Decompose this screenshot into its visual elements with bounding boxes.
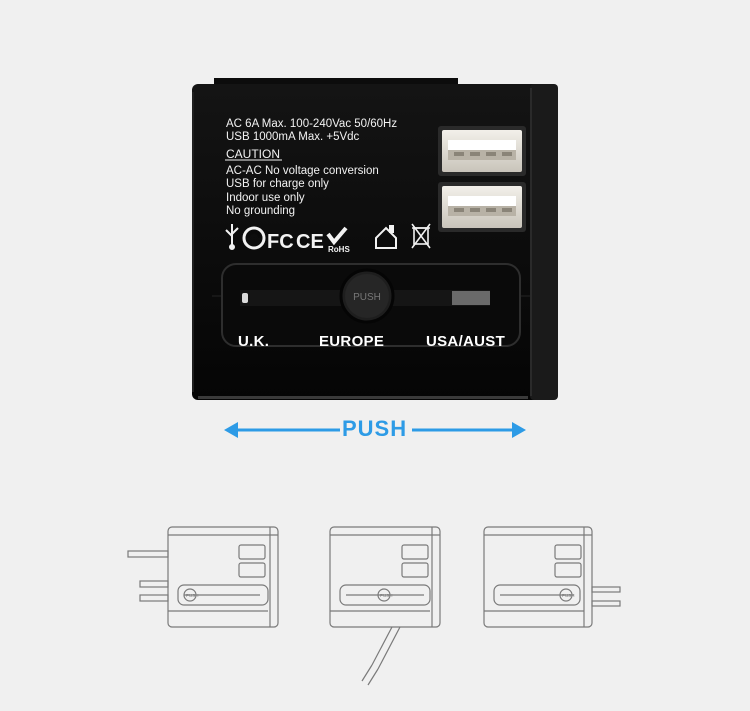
position-label-europe: EUROPE bbox=[319, 333, 385, 350]
plug-configuration-diagrams: PUSH PUSH PUSH bbox=[127, 526, 621, 686]
uk-plug-diagram bbox=[127, 526, 279, 628]
caution-line: AC-AC No voltage conversion bbox=[226, 165, 379, 177]
usa-plug-diagram bbox=[483, 526, 621, 628]
caution-title: CAUTION bbox=[226, 147, 280, 161]
weee-bin-icon bbox=[411, 223, 431, 249]
house-icon bbox=[375, 225, 397, 249]
svg-text:PUSH: PUSH bbox=[186, 593, 199, 598]
svg-text:PUSH: PUSH bbox=[353, 292, 381, 303]
adapter-body: FC CE RoHS PUSH bbox=[192, 78, 558, 400]
travel-adapter: FC CE RoHS PUSH AC 6A bbox=[192, 78, 558, 402]
svg-text:RoHS: RoHS bbox=[328, 245, 350, 254]
push-double-arrow bbox=[224, 422, 526, 438]
svg-text:PUSH: PUSH bbox=[562, 593, 575, 598]
europe-plug-diagram bbox=[329, 526, 441, 686]
spec-ac-line: AC 6A Max. 100-240Vac 50/60Hz bbox=[226, 118, 398, 130]
caution-line: No grounding bbox=[226, 205, 296, 217]
svg-text:PUSH: PUSH bbox=[380, 593, 393, 598]
position-label-usa-aust: USA/AUST bbox=[426, 333, 506, 350]
usb-port-top bbox=[438, 126, 526, 176]
spec-usb-line: USB 1000mA Max. +5Vdc bbox=[226, 131, 360, 143]
push-slider-button[interactable]: PUSH bbox=[339, 268, 395, 324]
rohs-icon: RoHS bbox=[326, 226, 350, 254]
ce-icon: CE bbox=[296, 231, 324, 253]
caution-line: Indoor use only bbox=[226, 192, 305, 204]
fc-icon: FC bbox=[267, 231, 294, 253]
recycle-icon bbox=[242, 226, 266, 250]
position-label-uk: U.K. bbox=[238, 333, 270, 350]
usb-port-bottom bbox=[438, 182, 526, 232]
caution-line: USB for charge only bbox=[226, 178, 329, 190]
push-label: PUSH bbox=[342, 416, 408, 441]
usb-icon bbox=[225, 224, 239, 250]
